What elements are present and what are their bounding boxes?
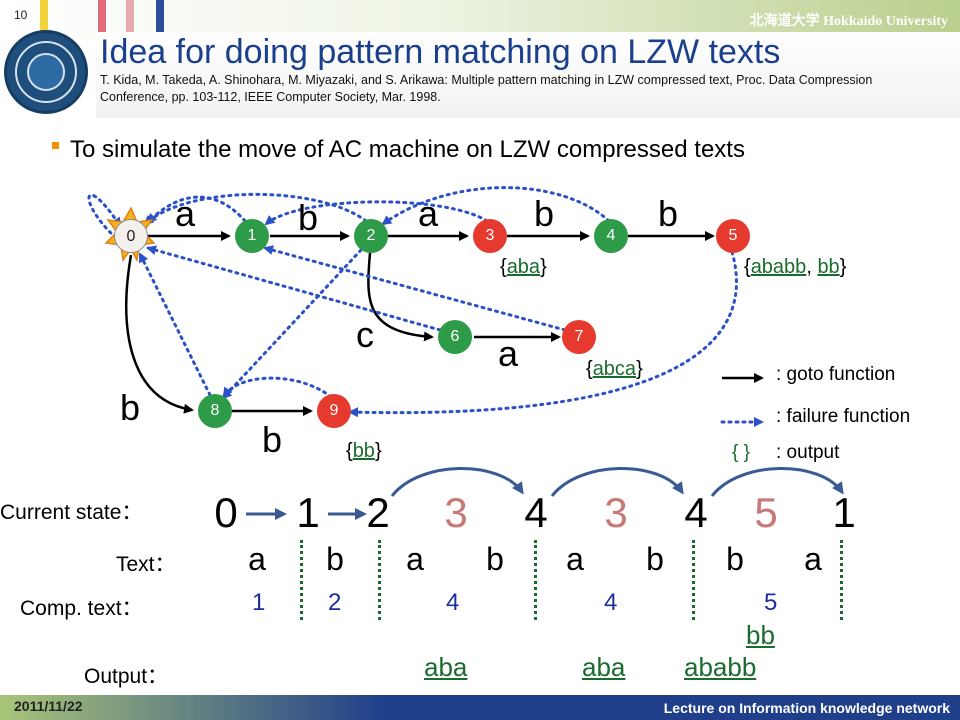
citation: T. Kida, M. Takeda, A. Shinohara, M. Miy… (100, 73, 873, 104)
legend-output-symbol: { } (732, 442, 750, 463)
legend-failure-label: : failure function (776, 406, 911, 427)
output-label: Output： (84, 665, 169, 688)
phrase-separator (300, 540, 303, 620)
trace-state: 3 (444, 489, 468, 536)
failure-edge (348, 250, 738, 418)
state-output: {ababb, bb} (744, 256, 846, 279)
state-3: 3 (473, 219, 507, 253)
trace-state: 1 (832, 489, 856, 536)
phrase-separator (378, 540, 381, 620)
header-color-bars (0, 0, 200, 34)
state-2: 2 (354, 219, 388, 253)
edge-label: b (534, 193, 555, 234)
state-6: 6 (438, 320, 472, 354)
state-4: 4 (594, 219, 628, 253)
phrase-separator (534, 540, 537, 620)
output-pattern: bb (817, 256, 840, 278)
failure-edge (381, 186, 611, 226)
comp-code: 2 (328, 589, 342, 616)
legend-goto-label: : goto function (776, 364, 896, 385)
trace-arc (710, 467, 844, 497)
phrase-separator (840, 540, 843, 620)
output-separator: , (806, 256, 818, 278)
output-pattern: ababb (750, 256, 807, 278)
trace-output: aba (582, 652, 626, 682)
edge-label: a (418, 193, 439, 234)
failure-edge (264, 200, 489, 226)
failure-edge (146, 245, 442, 332)
edge-label: b (120, 387, 141, 428)
text-char: b (486, 541, 504, 577)
edge-label: a (175, 193, 196, 234)
comp-code: 4 (604, 589, 618, 616)
trace-output: bb (746, 620, 775, 650)
trace-output: ababb (684, 652, 757, 682)
goto-edge (367, 252, 434, 342)
goto-edge (125, 254, 194, 414)
text-char: a (406, 541, 424, 577)
text-char: a (248, 541, 266, 577)
state-5: 5 (716, 219, 750, 253)
trace-state: 1 (296, 489, 320, 536)
footer-date: 2011/11/22 (14, 698, 83, 714)
edge-label: b (658, 193, 679, 234)
trace-state: 4 (684, 489, 708, 536)
failure-edge (221, 248, 363, 400)
state-output: {aba} (500, 256, 547, 278)
bullet-text: To simulate the move of AC machine on LZ… (70, 136, 745, 163)
slide-number: 10 (14, 8, 28, 22)
edge-label: c (356, 314, 374, 355)
output-pattern: abca (592, 358, 637, 380)
output-pattern: bb (352, 440, 375, 462)
state-1: 1 (235, 219, 269, 253)
current-state-label: Current state： (0, 501, 143, 524)
state-output: {abca} (586, 358, 643, 380)
text-char: b (726, 541, 744, 577)
comp-code: 5 (764, 589, 778, 616)
trace-arc (390, 467, 524, 497)
state-0: 0 (114, 219, 148, 253)
failure-edge (263, 245, 567, 332)
comp-code: 4 (446, 589, 460, 616)
trace-state: 3 (604, 489, 628, 536)
comp-text-label: Comp. text： (20, 597, 143, 620)
title-bar (96, 32, 960, 118)
footer-band (0, 695, 960, 720)
text-char: a (804, 541, 822, 577)
failure-edge (87, 193, 122, 240)
trace-state: 5 (754, 489, 778, 536)
output-brace: { (744, 256, 751, 278)
edge-label: b (262, 419, 283, 460)
text-char: b (646, 541, 664, 577)
state-7: 7 (562, 320, 596, 354)
output-brace: } (839, 256, 847, 278)
university-name: 北海道大学 Hokkaido University (749, 14, 948, 29)
text-char: b (326, 541, 344, 577)
legend-output-label: : output (776, 442, 840, 463)
trace-state: 0 (214, 489, 238, 536)
page-title: Idea for doing pattern matching on LZW t… (100, 33, 781, 71)
trace-state: 2 (366, 489, 390, 536)
failure-edge (143, 192, 368, 226)
comp-code: 1 (252, 589, 266, 616)
failure-edge (146, 195, 247, 224)
state-9: 9 (317, 394, 351, 428)
text-label: Text： (116, 553, 176, 576)
text-char: a (566, 541, 584, 577)
failure-edge (138, 252, 212, 397)
failure-edge (222, 376, 333, 399)
edge-label: b (298, 197, 319, 238)
edge-label: a (498, 333, 519, 374)
trace-output: aba (424, 652, 468, 682)
trace-state: 4 (524, 489, 548, 536)
bullet-icon (52, 142, 59, 149)
state-output: {bb} (346, 440, 382, 462)
phrase-separator (692, 540, 695, 620)
trace-arc (550, 467, 684, 497)
university-logo-icon (4, 30, 88, 114)
footer-course: Lecture on Information knowledge network (663, 700, 950, 716)
state-8: 8 (198, 394, 232, 428)
output-pattern: aba (506, 256, 541, 278)
